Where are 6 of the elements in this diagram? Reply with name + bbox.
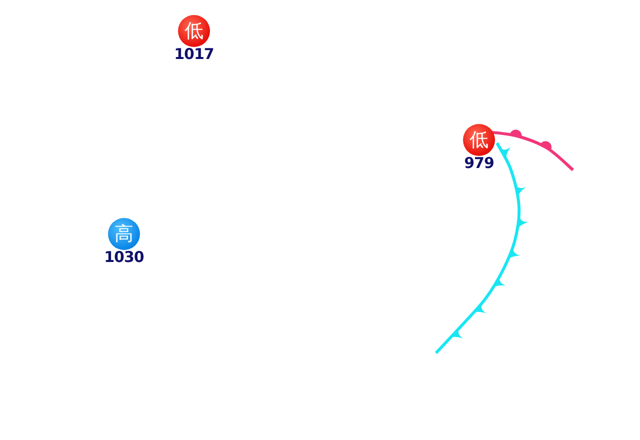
pressure-value: 1017	[174, 47, 214, 62]
low-pressure-symbol: 低	[178, 15, 210, 47]
pressure-value: 979	[464, 156, 494, 171]
low-pressure-symbol: 低	[463, 124, 495, 156]
high-pressure-symbol: 高	[108, 218, 140, 250]
pressure-value: 1030	[104, 250, 144, 265]
